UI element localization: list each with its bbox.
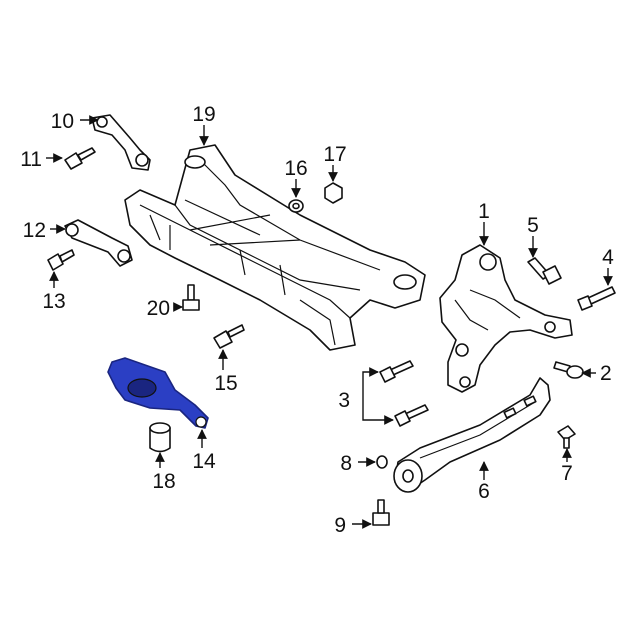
callout-14: 14: [192, 450, 216, 473]
callout-12: 12: [23, 219, 46, 242]
part-6-trailing-arm[interactable]: [393, 377, 551, 493]
callout-2: 2: [600, 362, 612, 385]
part-15-bolt[interactable]: [213, 324, 245, 349]
callout-6: 6: [478, 480, 490, 503]
callout-11: 11: [20, 148, 42, 171]
part-8-washer[interactable]: [376, 455, 388, 469]
callout-16: 16: [284, 157, 307, 180]
part-1-knuckle[interactable]: [439, 244, 573, 393]
part-9-bolt[interactable]: [372, 499, 390, 526]
part-18-bushing[interactable]: [149, 422, 171, 453]
callout-18: 18: [152, 470, 175, 493]
part-14-lower-control-arm[interactable]: [107, 357, 209, 429]
part-11-bolt[interactable]: [64, 147, 96, 170]
callout-5: 5: [527, 214, 539, 237]
callout-1: 1: [478, 200, 490, 223]
part-16-washer[interactable]: [288, 199, 304, 213]
part-5-bolt[interactable]: [527, 257, 562, 285]
callout-4: 4: [602, 246, 614, 269]
callout-7: 7: [561, 462, 573, 485]
subframe-crossmember[interactable]: [124, 144, 426, 351]
part-2-bolt[interactable]: [553, 361, 584, 379]
callout-labels: 1 2 3 4 5 6 7 8 9 10 11 12 13 14 15 16 1…: [20, 103, 614, 537]
callout-9: 9: [334, 514, 346, 537]
part-12-link-arm[interactable]: [64, 219, 133, 267]
callout-19: 19: [192, 103, 215, 126]
part-3-bolt-lower[interactable]: [394, 404, 429, 427]
part-13-bolt[interactable]: [47, 249, 75, 271]
part-4-bolt[interactable]: [577, 286, 616, 311]
callout-20: 20: [147, 297, 170, 320]
callout-17: 17: [323, 143, 346, 166]
part-3-bolt-upper[interactable]: [379, 360, 414, 383]
part-17-nut[interactable]: [324, 182, 343, 204]
leader-lines: [46, 115, 613, 529]
callout-8: 8: [340, 452, 352, 475]
callout-3: 3: [338, 389, 350, 412]
part-20-bolt[interactable]: [182, 284, 200, 311]
callout-13: 13: [42, 290, 65, 313]
callout-15: 15: [214, 372, 237, 395]
part-10-bracket[interactable]: [91, 114, 151, 171]
part-7-bolt[interactable]: [557, 425, 576, 449]
callout-10: 10: [51, 110, 74, 133]
